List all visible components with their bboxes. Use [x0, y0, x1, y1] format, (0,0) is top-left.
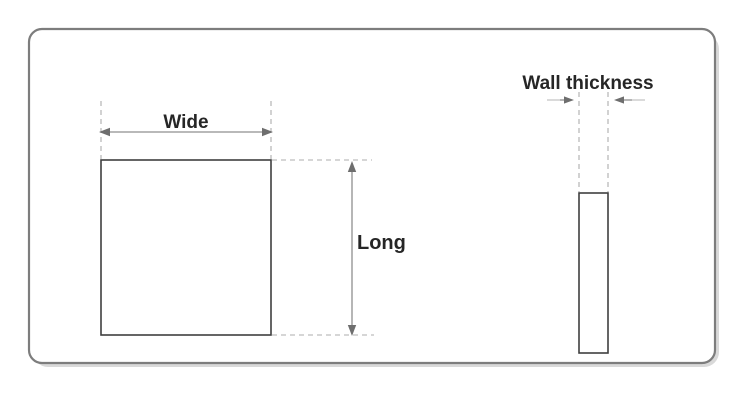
- width-arrowhead-left: [99, 127, 110, 137]
- front-view-square: [100, 159, 272, 336]
- width-arrowhead-right: [262, 127, 273, 137]
- dashed-extension-lines: [100, 92, 609, 336]
- length-arrowhead-top: [347, 161, 357, 172]
- part-outlines: [100, 159, 609, 354]
- length-label: Long: [357, 232, 406, 254]
- dimension-labels: Wide Long Wall thickness: [163, 73, 653, 254]
- side-view-thin-rect: [578, 192, 609, 354]
- dimension-lines: [109, 99, 632, 327]
- length-arrowhead-bottom: [347, 325, 357, 336]
- width-label: Wide: [163, 112, 208, 133]
- thickness-label: Wall thickness: [522, 73, 653, 94]
- thickness-arrowhead-left: [564, 96, 574, 104]
- dimension-arrowheads: [99, 96, 624, 336]
- thickness-arrowhead-right: [614, 96, 624, 104]
